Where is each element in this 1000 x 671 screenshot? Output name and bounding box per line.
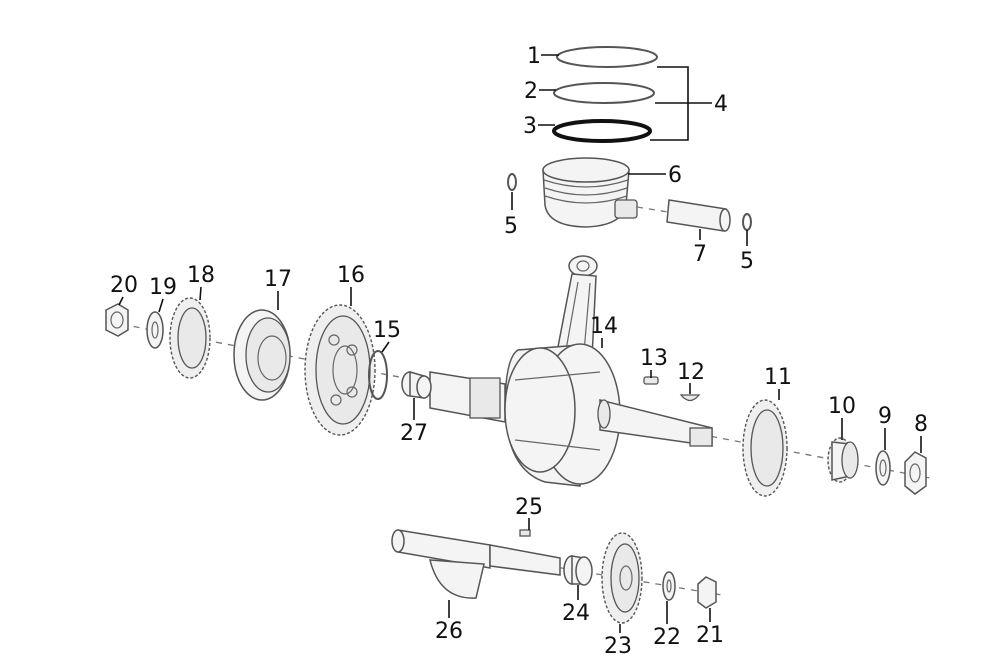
callout-5-right: 5 (740, 249, 754, 274)
callout-25: 25 (515, 495, 543, 520)
circlip-left (507, 173, 517, 191)
nut-21 (697, 576, 717, 609)
callout-7: 7 (693, 242, 707, 267)
callout-20: 20 (110, 273, 138, 298)
washer-19 (146, 311, 164, 349)
gear-11 (742, 399, 788, 497)
callout-13: 13 (640, 346, 668, 371)
callout-3: 3 (523, 114, 537, 139)
washer-9 (875, 450, 891, 486)
callout-10: 10 (828, 394, 856, 419)
connecting-rod (556, 255, 598, 359)
piston-ring-second (553, 82, 655, 104)
circlip-right (742, 213, 752, 231)
callout-9: 9 (878, 404, 892, 429)
callout-14: 14 (590, 314, 618, 339)
woodruff-key-12 (679, 394, 701, 402)
leader-lines (118, 54, 922, 633)
callout-16: 16 (337, 263, 365, 288)
callout-27: 27 (400, 421, 428, 446)
balancer-shaft (391, 529, 561, 599)
callout-8: 8 (914, 412, 928, 437)
callout-22: 22 (653, 625, 681, 650)
piston-ring-top (556, 46, 658, 68)
gear-23 (601, 532, 643, 624)
oring-15 (368, 350, 388, 400)
piston (542, 157, 638, 228)
callout-21: 21 (696, 623, 724, 648)
gear-16 (304, 304, 376, 436)
flange-nut-20 (105, 303, 129, 337)
callout-18: 18 (187, 263, 215, 288)
bearing-17 (233, 309, 291, 401)
piston-ring-oil (552, 119, 652, 143)
callout-23: 23 (604, 634, 632, 659)
key-13 (643, 376, 659, 385)
callout-5-left: 5 (504, 214, 518, 239)
bearing-24 (563, 555, 593, 586)
bushing-27 (401, 371, 432, 399)
callout-1: 1 (527, 44, 541, 69)
callout-17: 17 (264, 267, 292, 292)
callout-2: 2 (524, 79, 538, 104)
crankshaft (429, 343, 713, 487)
callout-24: 24 (562, 601, 590, 626)
callout-26: 26 (435, 619, 463, 644)
piston-pin (636, 199, 731, 232)
callout-labels: 1 2 3 4 5 5 6 7 8 9 10 11 12 13 14 15 16… (110, 44, 928, 659)
gear-18 (169, 297, 211, 379)
nut-8 (904, 451, 927, 495)
callout-15: 15 (373, 318, 401, 343)
washer-22 (662, 571, 676, 601)
callout-12: 12 (677, 360, 705, 385)
piston-rings-group (552, 46, 658, 143)
callout-11: 11 (764, 365, 792, 390)
gear-10 (827, 437, 859, 483)
callout-6: 6 (668, 163, 682, 188)
callout-19: 19 (149, 275, 177, 300)
callout-4: 4 (714, 92, 728, 117)
